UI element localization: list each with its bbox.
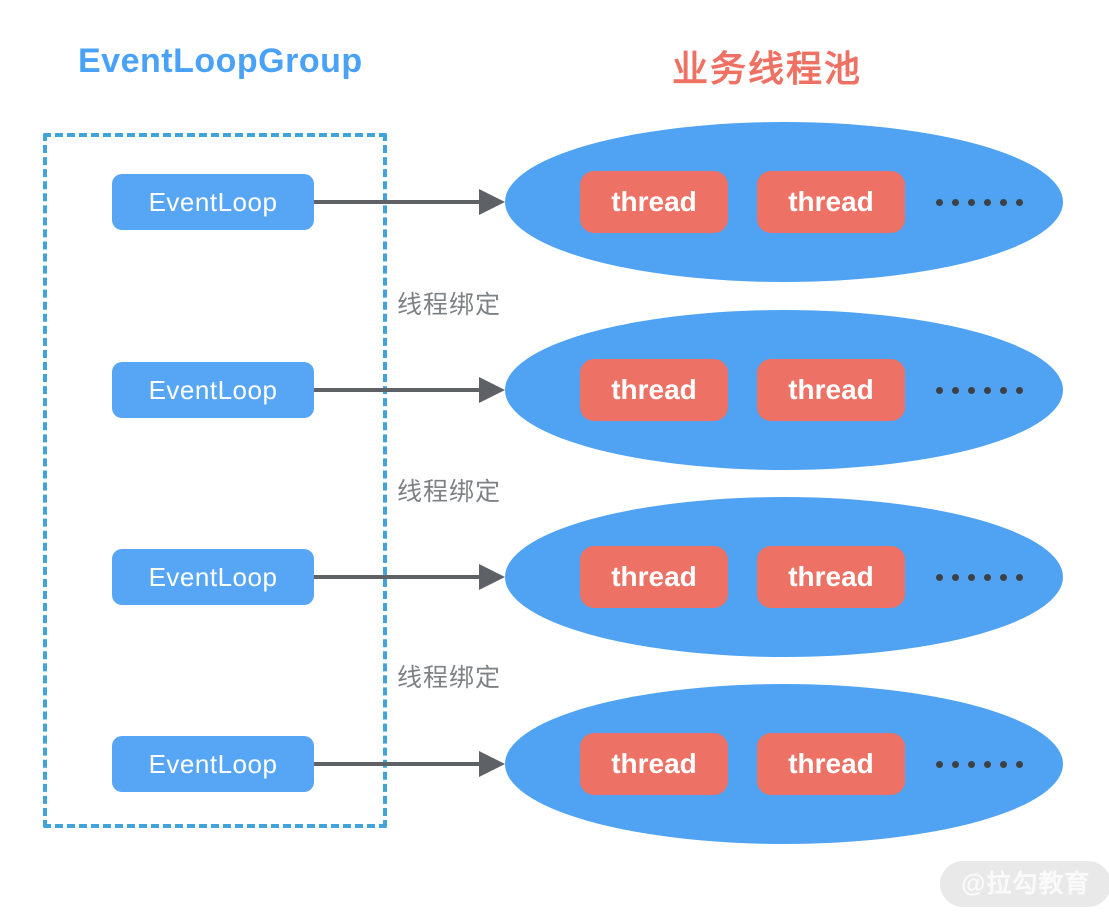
business-thread-pool-title: 业务线程池: [672, 48, 863, 89]
eventloopgroup-dashed-box: [43, 133, 387, 828]
thread-box: thread: [580, 733, 728, 795]
thread-box: thread: [580, 546, 728, 608]
eventloop-box: EventLoop: [112, 362, 314, 418]
thread-box: thread: [580, 359, 728, 421]
eventloopgroup-title: EventLoopGroup: [78, 42, 363, 80]
thread-binding-label: 线程绑定: [397, 664, 502, 692]
binding-row: EventLoop thread thread: [0, 310, 1109, 470]
arrowhead-icon: [479, 564, 505, 590]
thread-box: thread: [757, 733, 905, 795]
binding-arrow-line: [314, 762, 480, 766]
binding-row: EventLoop thread thread: [0, 122, 1109, 282]
eventloop-box: EventLoop: [112, 549, 314, 605]
binding-row: EventLoop thread thread: [0, 497, 1109, 657]
eventloop-box: EventLoop: [112, 736, 314, 792]
arrowhead-icon: [479, 751, 505, 777]
ellipsis-dots: [936, 387, 1023, 394]
thread-box: thread: [757, 359, 905, 421]
binding-arrow-line: [314, 200, 480, 204]
thread-box: thread: [757, 546, 905, 608]
binding-row: EventLoop thread thread: [0, 684, 1109, 844]
eventloop-box: EventLoop: [112, 174, 314, 230]
binding-arrow-line: [314, 388, 480, 392]
arrowhead-icon: [479, 189, 505, 215]
ellipsis-dots: [936, 761, 1023, 768]
thread-box: thread: [580, 171, 728, 233]
thread-binding-label: 线程绑定: [397, 291, 502, 319]
watermark-badge: @拉勾教育: [940, 861, 1109, 907]
thread-binding-label: 线程绑定: [397, 478, 502, 506]
thread-box: thread: [757, 171, 905, 233]
ellipsis-dots: [936, 574, 1023, 581]
ellipsis-dots: [936, 199, 1023, 206]
binding-arrow-line: [314, 575, 480, 579]
arrowhead-icon: [479, 377, 505, 403]
